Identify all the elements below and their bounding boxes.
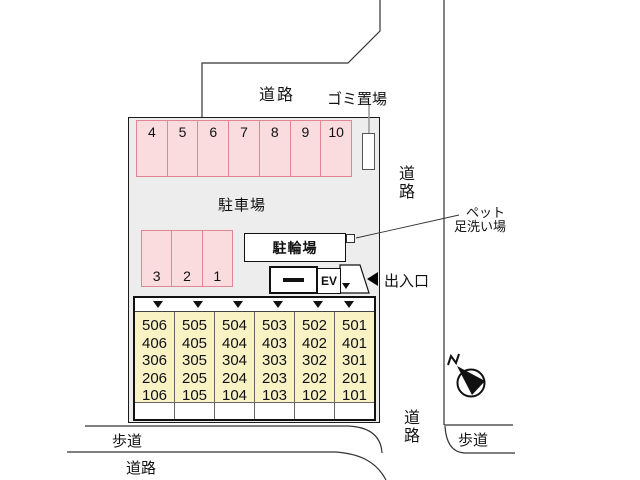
- building-column: 501 401 301 201 101: [334, 312, 374, 404]
- pet-wash-pointer-line: [355, 214, 460, 239]
- room-number: 504: [221, 317, 248, 334]
- parking-spot: 9: [289, 121, 321, 176]
- building-room-grid: 506 406 306 206 106 505 405 305 205 105 …: [135, 311, 374, 404]
- room-number: 206: [141, 369, 168, 387]
- room-number: 503: [261, 317, 288, 334]
- road-right-lower-label: 道路: [403, 410, 420, 445]
- parking-spot: 1: [201, 231, 232, 286]
- room-number: 202: [301, 369, 328, 387]
- footer-cell: [174, 403, 214, 419]
- room-number: 405: [181, 334, 208, 352]
- garbage-area-box: [362, 133, 375, 170]
- room-number: 305: [181, 352, 208, 369]
- parking-spot: 10: [320, 121, 351, 176]
- upper-parking-row: 4 5 6 7 8 9 10: [136, 120, 352, 177]
- parking-spot: 3: [152, 268, 161, 284]
- road-right-upper-label: 道路: [398, 166, 415, 201]
- building-column: 503 403 303 203 103: [254, 312, 294, 404]
- footer-cell: [254, 403, 294, 419]
- down-arrow-icon: [344, 301, 354, 308]
- down-arrow-icon: [273, 301, 283, 308]
- sidewalk-right-label: 歩道: [458, 432, 489, 449]
- pet-wash-label-line2: 足洗い場: [454, 219, 507, 234]
- building-column: 505 405 305 205 105: [174, 312, 214, 404]
- pet-wash-label-line1: ペット: [466, 205, 506, 220]
- room-number: 303: [261, 352, 288, 369]
- room-number: 103: [261, 387, 288, 404]
- sidewalk-left-label: 歩道: [112, 433, 143, 450]
- down-arrow-icon: [153, 301, 163, 308]
- garbage-area-label: ゴミ置場: [327, 91, 388, 108]
- room-number: 205: [181, 369, 208, 387]
- road-bottom-label: 道路: [126, 460, 157, 477]
- room-number: 401: [341, 334, 368, 352]
- elevator-box: EV: [317, 268, 341, 294]
- room-number: 502: [301, 317, 328, 334]
- parking-spot: 4: [147, 124, 156, 140]
- room-number: 406: [141, 334, 168, 352]
- footer-cell: [334, 403, 374, 419]
- down-arrow-icon: [193, 301, 203, 308]
- room-number: 304: [221, 352, 248, 369]
- lower-parking-row: 3 2 1: [141, 230, 233, 287]
- bicycle-parking-label: 駐輪場: [272, 239, 318, 256]
- right-sidewalk-bottom-line: [444, 425, 515, 454]
- entrance-left-arrow-icon: [367, 272, 378, 286]
- room-number: 501: [341, 317, 368, 334]
- building-entry-band: [135, 298, 374, 311]
- parking-spot: 7: [228, 121, 259, 176]
- footer-cell: [294, 403, 334, 419]
- building-column: 504 404 304 204 104: [214, 312, 254, 404]
- parking-spot: 6: [197, 121, 228, 176]
- room-number: 306: [141, 352, 168, 369]
- compass-north-icon: [447, 353, 486, 398]
- room-number: 106: [141, 387, 168, 404]
- room-number: 402: [301, 334, 328, 352]
- left-sidewalk-top-line: [85, 425, 383, 454]
- road-top-label: 道路: [259, 87, 296, 104]
- room-number: 101: [341, 387, 368, 404]
- parking-spot: 2: [171, 231, 201, 286]
- room-number: 302: [301, 352, 328, 369]
- down-arrow-icon: [233, 301, 243, 308]
- room-number: 201: [341, 369, 368, 387]
- room-number: 105: [181, 387, 208, 404]
- bicycle-parking-box: 駐輪場: [244, 233, 346, 262]
- north-boundary-line: [201, 0, 381, 117]
- room-number: 404: [221, 334, 248, 352]
- stairs-icon: [283, 278, 304, 282]
- room-number: 102: [301, 387, 328, 404]
- room-number: 301: [341, 352, 368, 369]
- left-sidewalk-bottom-line: [67, 451, 387, 480]
- ramp-down-arrow-icon: [342, 283, 350, 289]
- parking-spot: 8: [258, 121, 290, 176]
- room-number: 403: [261, 334, 288, 352]
- elevator-label: EV: [320, 274, 337, 288]
- room-number: 204: [221, 369, 248, 387]
- building-column: 506 406 306 206 106: [135, 312, 174, 404]
- building: 506 406 306 206 106 505 405 305 205 105 …: [133, 296, 376, 421]
- entrance-label: 出入口: [384, 273, 430, 290]
- room-number: 506: [141, 317, 168, 334]
- room-number: 203: [261, 369, 288, 387]
- parking-lot-label: 駐車場: [218, 197, 267, 214]
- footer-cell: [135, 403, 174, 419]
- pet-wash-marker: [346, 234, 355, 243]
- parking-spot: 5: [166, 121, 198, 176]
- stairs-box: [269, 266, 318, 294]
- building-footer-band: [135, 403, 374, 419]
- footer-cell: [214, 403, 254, 419]
- room-number: 104: [221, 387, 248, 404]
- down-arrow-icon: [313, 301, 323, 308]
- room-number: 505: [181, 317, 208, 334]
- building-column: 502 402 302 202 102: [294, 312, 334, 404]
